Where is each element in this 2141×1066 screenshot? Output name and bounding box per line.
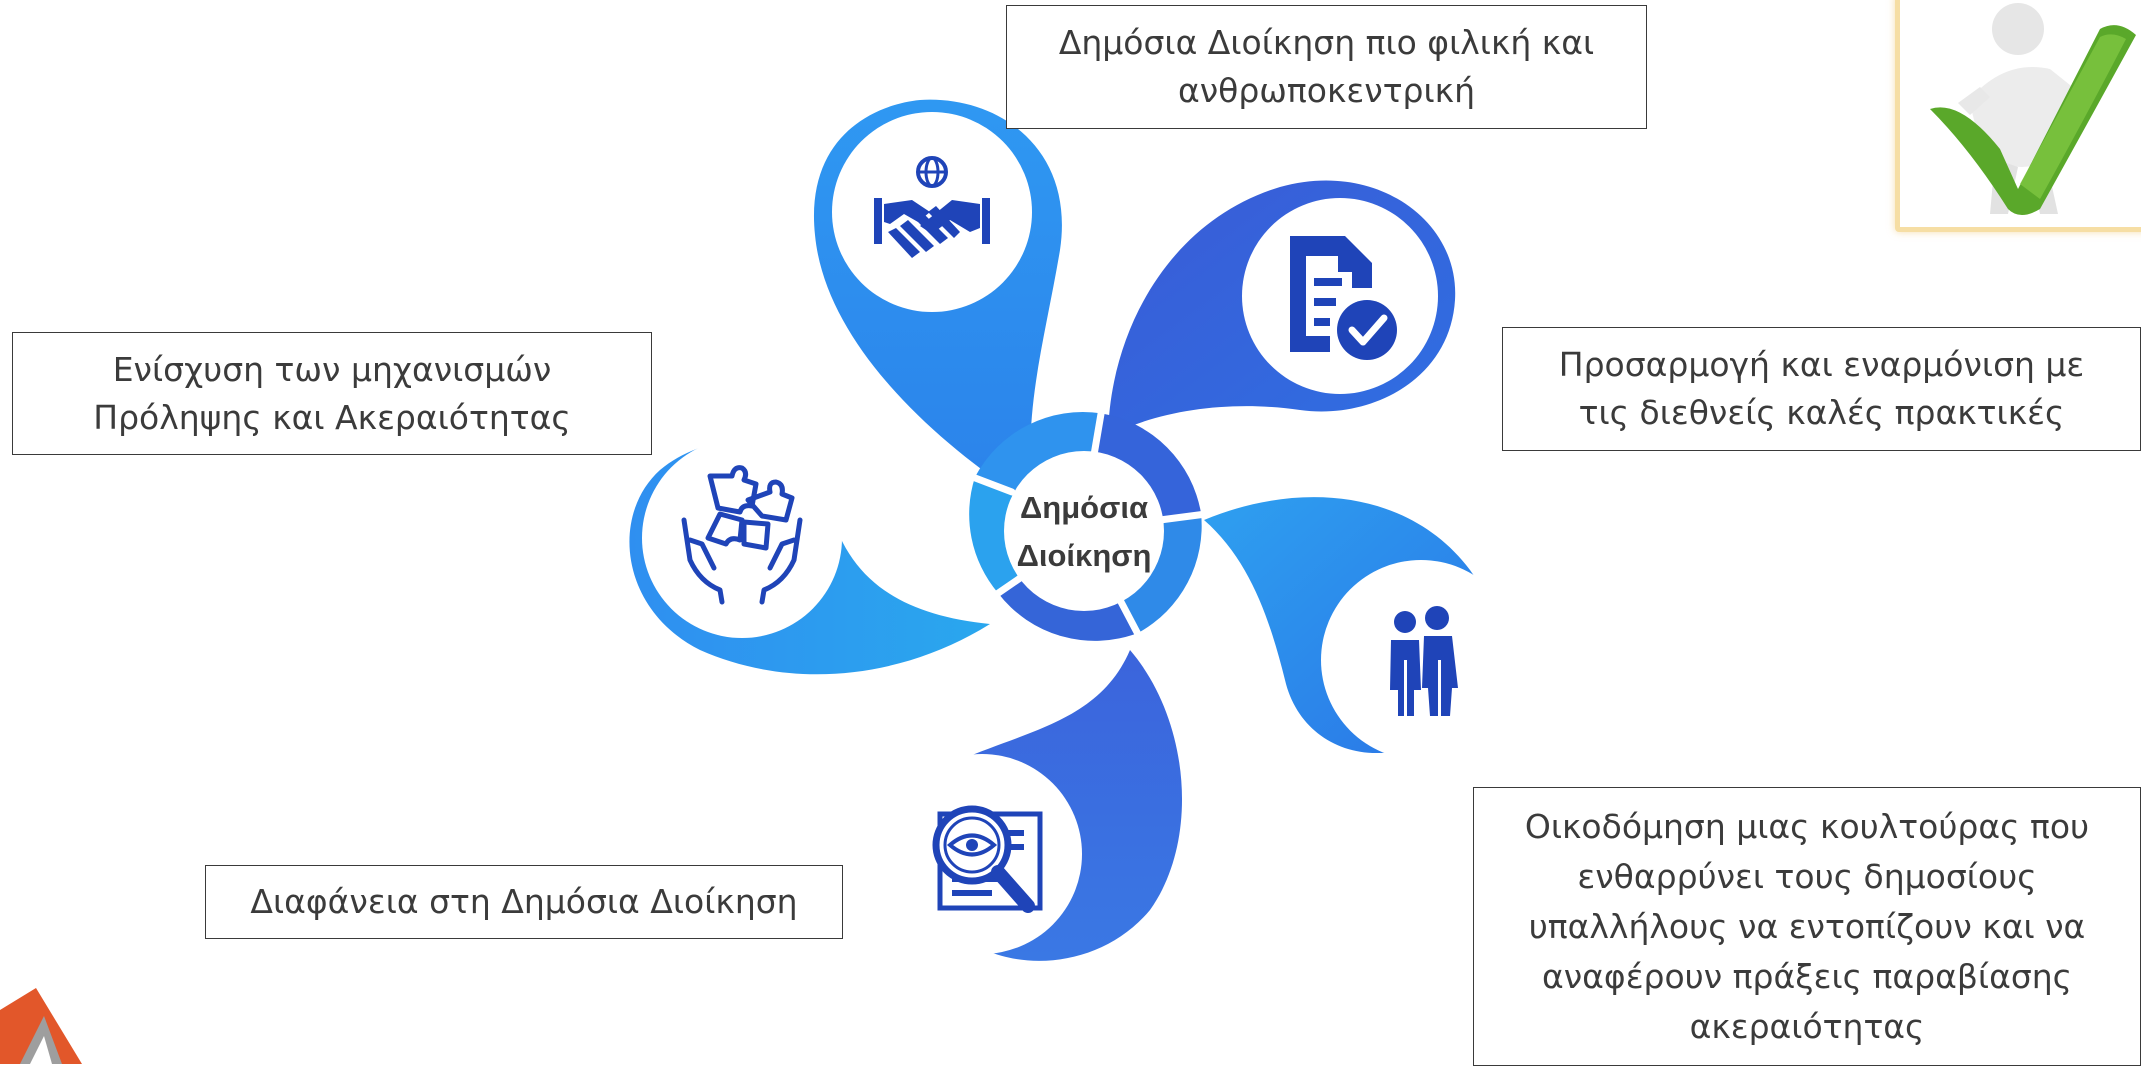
checkmark-figure-image: [1895, 0, 2141, 232]
callout-right: Προσαρμογή και εναρμόνιση με τις διεθνεί…: [1502, 327, 2141, 451]
callout-left: Ενίσχυση των μηχανισμών Πρόληψης και Ακε…: [12, 332, 652, 455]
callout-top-line1: Δημόσια Διοίκηση πιο φιλική και: [1058, 23, 1595, 62]
callout-bottom-right-line5: ακεραιότητας: [1689, 1006, 1925, 1046]
logo-mark: [0, 988, 82, 1064]
callout-top: Δημόσια Διοίκηση πιο φιλική και ανθρωποκ…: [1006, 5, 1647, 129]
callout-top-line2: ανθρωποκεντρική: [1177, 71, 1476, 110]
callout-bottom-right-line1: Οικοδόμηση μιας κουλτούρας που: [1524, 806, 2090, 846]
handshake-globe-icon: [874, 156, 990, 258]
callout-left-line2: Πρόληψης και Ακεραιότητας: [93, 397, 571, 437]
callout-bottom-right-line3: υπαλλήλους να εντοπίζουν και να: [1528, 906, 2086, 946]
callout-bottom-right: Οικοδόμηση μιας κουλτούρας που ενθαρρύνε…: [1473, 787, 2141, 1066]
search-document-icon: [932, 805, 1043, 913]
petal-puzzle: [629, 438, 990, 675]
center-title-line2: Διοίκηση: [1017, 538, 1152, 573]
center-title-line1: Δημόσια: [1020, 490, 1148, 525]
puzzle-hands-icon: [681, 465, 803, 605]
callout-bottom-left-line1: Διαφάνεια στη Δημόσια Διοίκηση: [250, 882, 798, 921]
callout-bottom-right-line4: αναφέρουν πράξεις παραβίασης: [1541, 956, 2073, 996]
petal-search: [882, 650, 1183, 961]
center-ring: [966, 404, 1210, 642]
people-icon: [1390, 606, 1458, 716]
callout-bottom-right-line2: ενθαρρύνει τους δημοσίους: [1577, 856, 2037, 896]
petal-people: [1204, 497, 1521, 760]
callout-left-line1: Ενίσχυση των μηχανισμών: [112, 349, 552, 389]
document-check-icon: [1290, 236, 1397, 360]
callout-right-line2: τις διεθνείς καλές πρακτικές: [1578, 393, 2065, 432]
callout-bottom-left: Διαφάνεια στη Δημόσια Διοίκηση: [205, 865, 843, 939]
callout-right-line1: Προσαρμογή και εναρμόνιση με: [1558, 345, 2085, 384]
petal-document: [1108, 180, 1456, 436]
